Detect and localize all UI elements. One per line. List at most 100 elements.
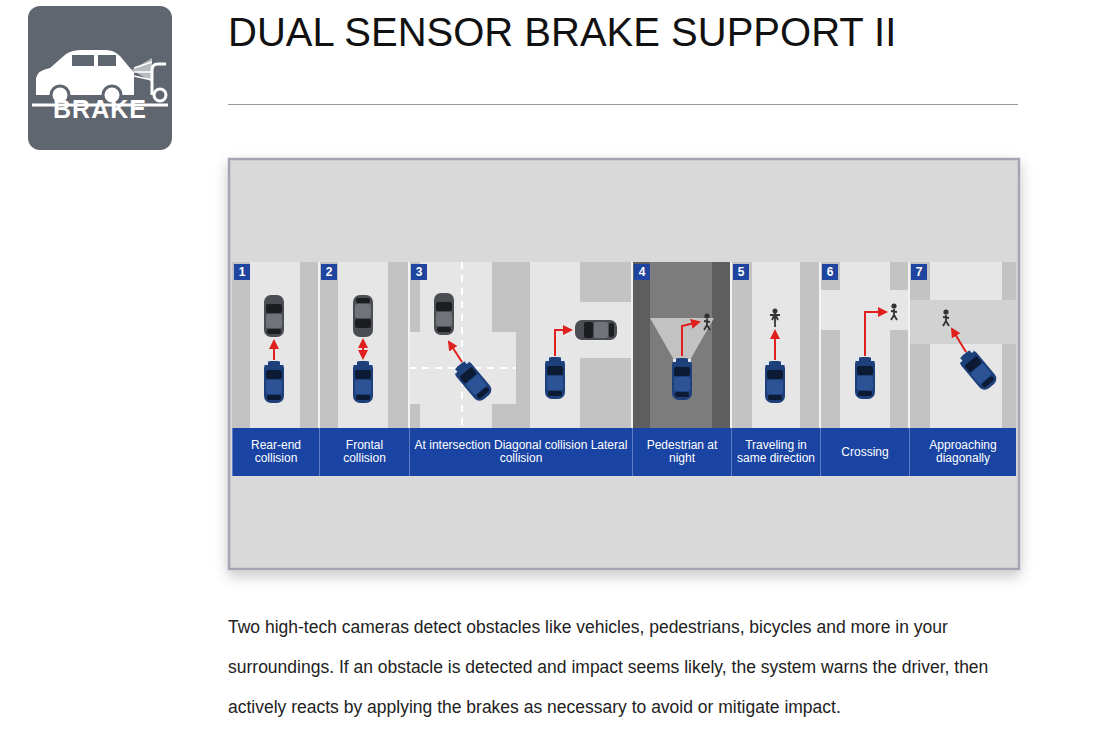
illustration-part <box>731 262 820 428</box>
brake-icon <box>28 6 172 150</box>
scenario-label: Approaching diagonally <box>909 428 1016 476</box>
illustration-part <box>891 303 897 320</box>
illustration-part <box>530 302 632 358</box>
scene-lateral <box>516 262 632 428</box>
callout-number: 1 <box>234 264 250 280</box>
illustration-part <box>362 340 364 358</box>
illustration-part <box>820 262 909 428</box>
illustration-part <box>229 159 1019 569</box>
illustration-part <box>132 58 152 82</box>
illustration-part <box>575 320 617 340</box>
scenario-label-text: At intersection Diagonal collision Later… <box>413 439 629 465</box>
illustration-part <box>774 331 776 360</box>
illustration-part <box>449 342 462 362</box>
illustration-part <box>855 357 875 399</box>
illustration-part <box>957 347 999 392</box>
callout-number-text: 1 <box>239 265 246 279</box>
illustration-part <box>909 262 1016 428</box>
body-paragraph: Two high-tech cameras detect obstacles l… <box>228 607 1018 727</box>
scene-diagonal <box>409 262 516 428</box>
callout-number-text: 7 <box>916 265 923 279</box>
illustration-part <box>461 262 463 428</box>
feature-icon-text: BRAKE <box>53 95 147 124</box>
illustration-part <box>338 262 388 428</box>
illustration-part <box>353 295 373 337</box>
illustration-part <box>555 330 571 356</box>
illustration-part <box>452 358 494 403</box>
scene-frontal <box>319 262 409 428</box>
callout-number: 2 <box>321 264 337 280</box>
illustration-part <box>770 309 780 328</box>
illustration-part <box>273 341 275 360</box>
illustration-part <box>952 329 966 352</box>
illustration-part <box>353 361 373 403</box>
illustration-part <box>98 55 116 66</box>
illustration-part <box>134 62 152 80</box>
callout-number: 7 <box>911 264 927 280</box>
illustration-part <box>232 262 319 428</box>
illustration-part <box>840 262 890 428</box>
scenario-label-text: Pedestrian at night <box>636 439 728 465</box>
illustration-part <box>752 262 800 428</box>
scenario-label: Pedestrian at night <box>632 428 731 476</box>
scene-rear-end <box>232 262 319 428</box>
scenario-label-text: Frontal collision <box>323 439 406 465</box>
scenario-label: Crossing <box>820 428 909 476</box>
scene-pedestrian-night <box>632 262 731 428</box>
illustration-part <box>516 262 632 428</box>
callout-number-text: 2 <box>326 265 333 279</box>
illustration-part <box>545 357 565 399</box>
scenario-label-text: Approaching diagonally <box>913 439 1013 465</box>
illustration-part <box>704 313 710 330</box>
scene-crossing <box>820 262 909 428</box>
callout-number-text: 3 <box>416 265 423 279</box>
scenario-label: At intersection Diagonal collision Later… <box>409 428 632 476</box>
callout-number: 3 <box>411 264 427 280</box>
scenario-label-text: Rear-end collision <box>236 439 316 465</box>
callout-number: 6 <box>822 264 838 280</box>
illustration-part <box>28 6 172 150</box>
illustration-part <box>408 262 410 428</box>
callout-number-text: 4 <box>639 265 646 279</box>
illustration-part <box>154 89 166 101</box>
illustration-part <box>631 262 633 428</box>
callout-number-text: 5 <box>738 265 745 279</box>
scene-diagonal-approach <box>909 262 1016 428</box>
callout-number: 4 <box>634 264 650 280</box>
illustration-part <box>319 262 409 428</box>
illustration-part <box>908 262 910 428</box>
illustration-part <box>264 295 284 337</box>
page-title: DUAL SENSOR BRAKE SUPPORT II <box>228 10 896 55</box>
title-rule <box>228 104 1018 105</box>
illustration-part <box>682 322 699 356</box>
illustration-part <box>865 312 886 356</box>
illustration-part <box>765 361 785 403</box>
illustration-part <box>930 262 1002 428</box>
scenario-label: Rear-end collision <box>232 428 319 476</box>
illustration-part <box>632 262 731 428</box>
illustration-part <box>943 309 949 326</box>
illustration-part <box>730 262 732 428</box>
scenario-label-text: Traveling in same direction <box>735 439 817 465</box>
illustration-part <box>318 262 320 428</box>
picture-panel <box>229 159 1019 569</box>
illustration-part <box>72 55 94 66</box>
callout-number: 5 <box>733 264 749 280</box>
illustration-part <box>434 293 454 335</box>
illustration-part <box>650 318 714 360</box>
illustration-part <box>264 361 284 403</box>
illustration-part <box>409 262 516 428</box>
illustration-part <box>909 300 1016 344</box>
illustration-part <box>650 262 712 428</box>
scenario-label: Traveling in same direction <box>731 428 820 476</box>
callout-number-text: 6 <box>827 265 834 279</box>
column-separators <box>319 262 909 428</box>
illustration-part <box>250 262 300 428</box>
scenario-label-text: Crossing <box>841 446 888 459</box>
feature-icon: BRAKE <box>28 6 172 150</box>
illustration-part <box>819 262 821 428</box>
scenario-label: Frontal collision <box>319 428 409 476</box>
scene-same-direction <box>731 262 820 428</box>
illustration-part <box>672 358 692 400</box>
